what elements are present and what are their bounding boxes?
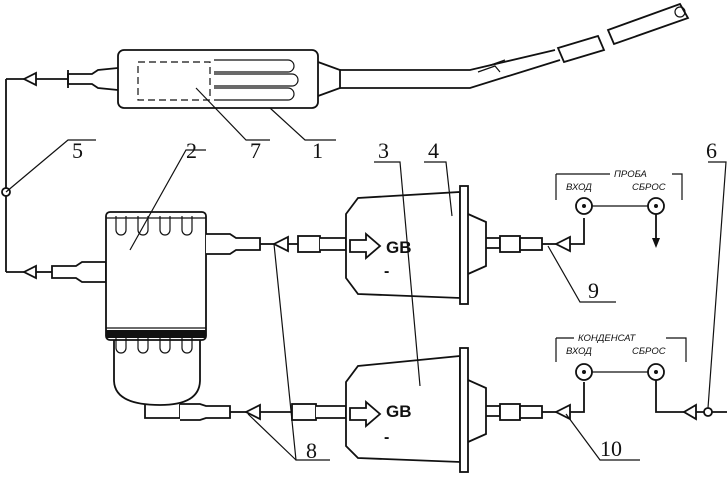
panel-condensate-inlet: ВХОД	[566, 346, 592, 357]
label-9: 9	[588, 278, 599, 303]
filter-bottom: GB -	[345, 347, 585, 473]
heater-element	[137, 61, 211, 101]
label-1: 1	[312, 138, 323, 163]
probe-vent-arrow-icon	[652, 238, 660, 248]
panel-probe: ПРОБА ВХОД СБРОС	[555, 169, 683, 248]
label-3: 3	[378, 138, 389, 163]
top-line	[260, 235, 347, 253]
label-6: 6	[706, 138, 717, 163]
filter-bottom-gb-label: GB	[386, 402, 412, 421]
panel-condensate-title: КОНДЕНСАТ	[578, 333, 637, 344]
label-2: 2	[186, 138, 197, 163]
label-4: 4	[428, 138, 439, 163]
condensate-collector	[105, 211, 261, 421]
label-5: 5	[72, 138, 83, 163]
filter-top: GB -	[345, 185, 585, 305]
leader-lines	[5, 87, 727, 461]
outlet-tee-junction	[703, 407, 713, 417]
panel-probe-title: ПРОБА	[614, 169, 647, 180]
bottom-line	[230, 403, 347, 421]
label-8: 8	[306, 438, 317, 463]
filter-bottom-sign: -	[384, 429, 389, 446]
filter-top-gb-label: GB	[386, 238, 412, 257]
panel-condensate-outlet: СБРОС	[632, 346, 666, 357]
label-10: 10	[600, 436, 622, 461]
panel-probe-outlet: СБРОС	[632, 182, 666, 193]
panel-condensate: КОНДЕНСАТ ВХОД СБРОС	[555, 333, 727, 421]
return-line	[1, 71, 107, 283]
filter-top-sign: -	[384, 263, 389, 280]
panel-probe-inlet: ВХОД	[566, 182, 592, 193]
label-7: 7	[250, 138, 261, 163]
sampling-probe	[67, 2, 690, 109]
